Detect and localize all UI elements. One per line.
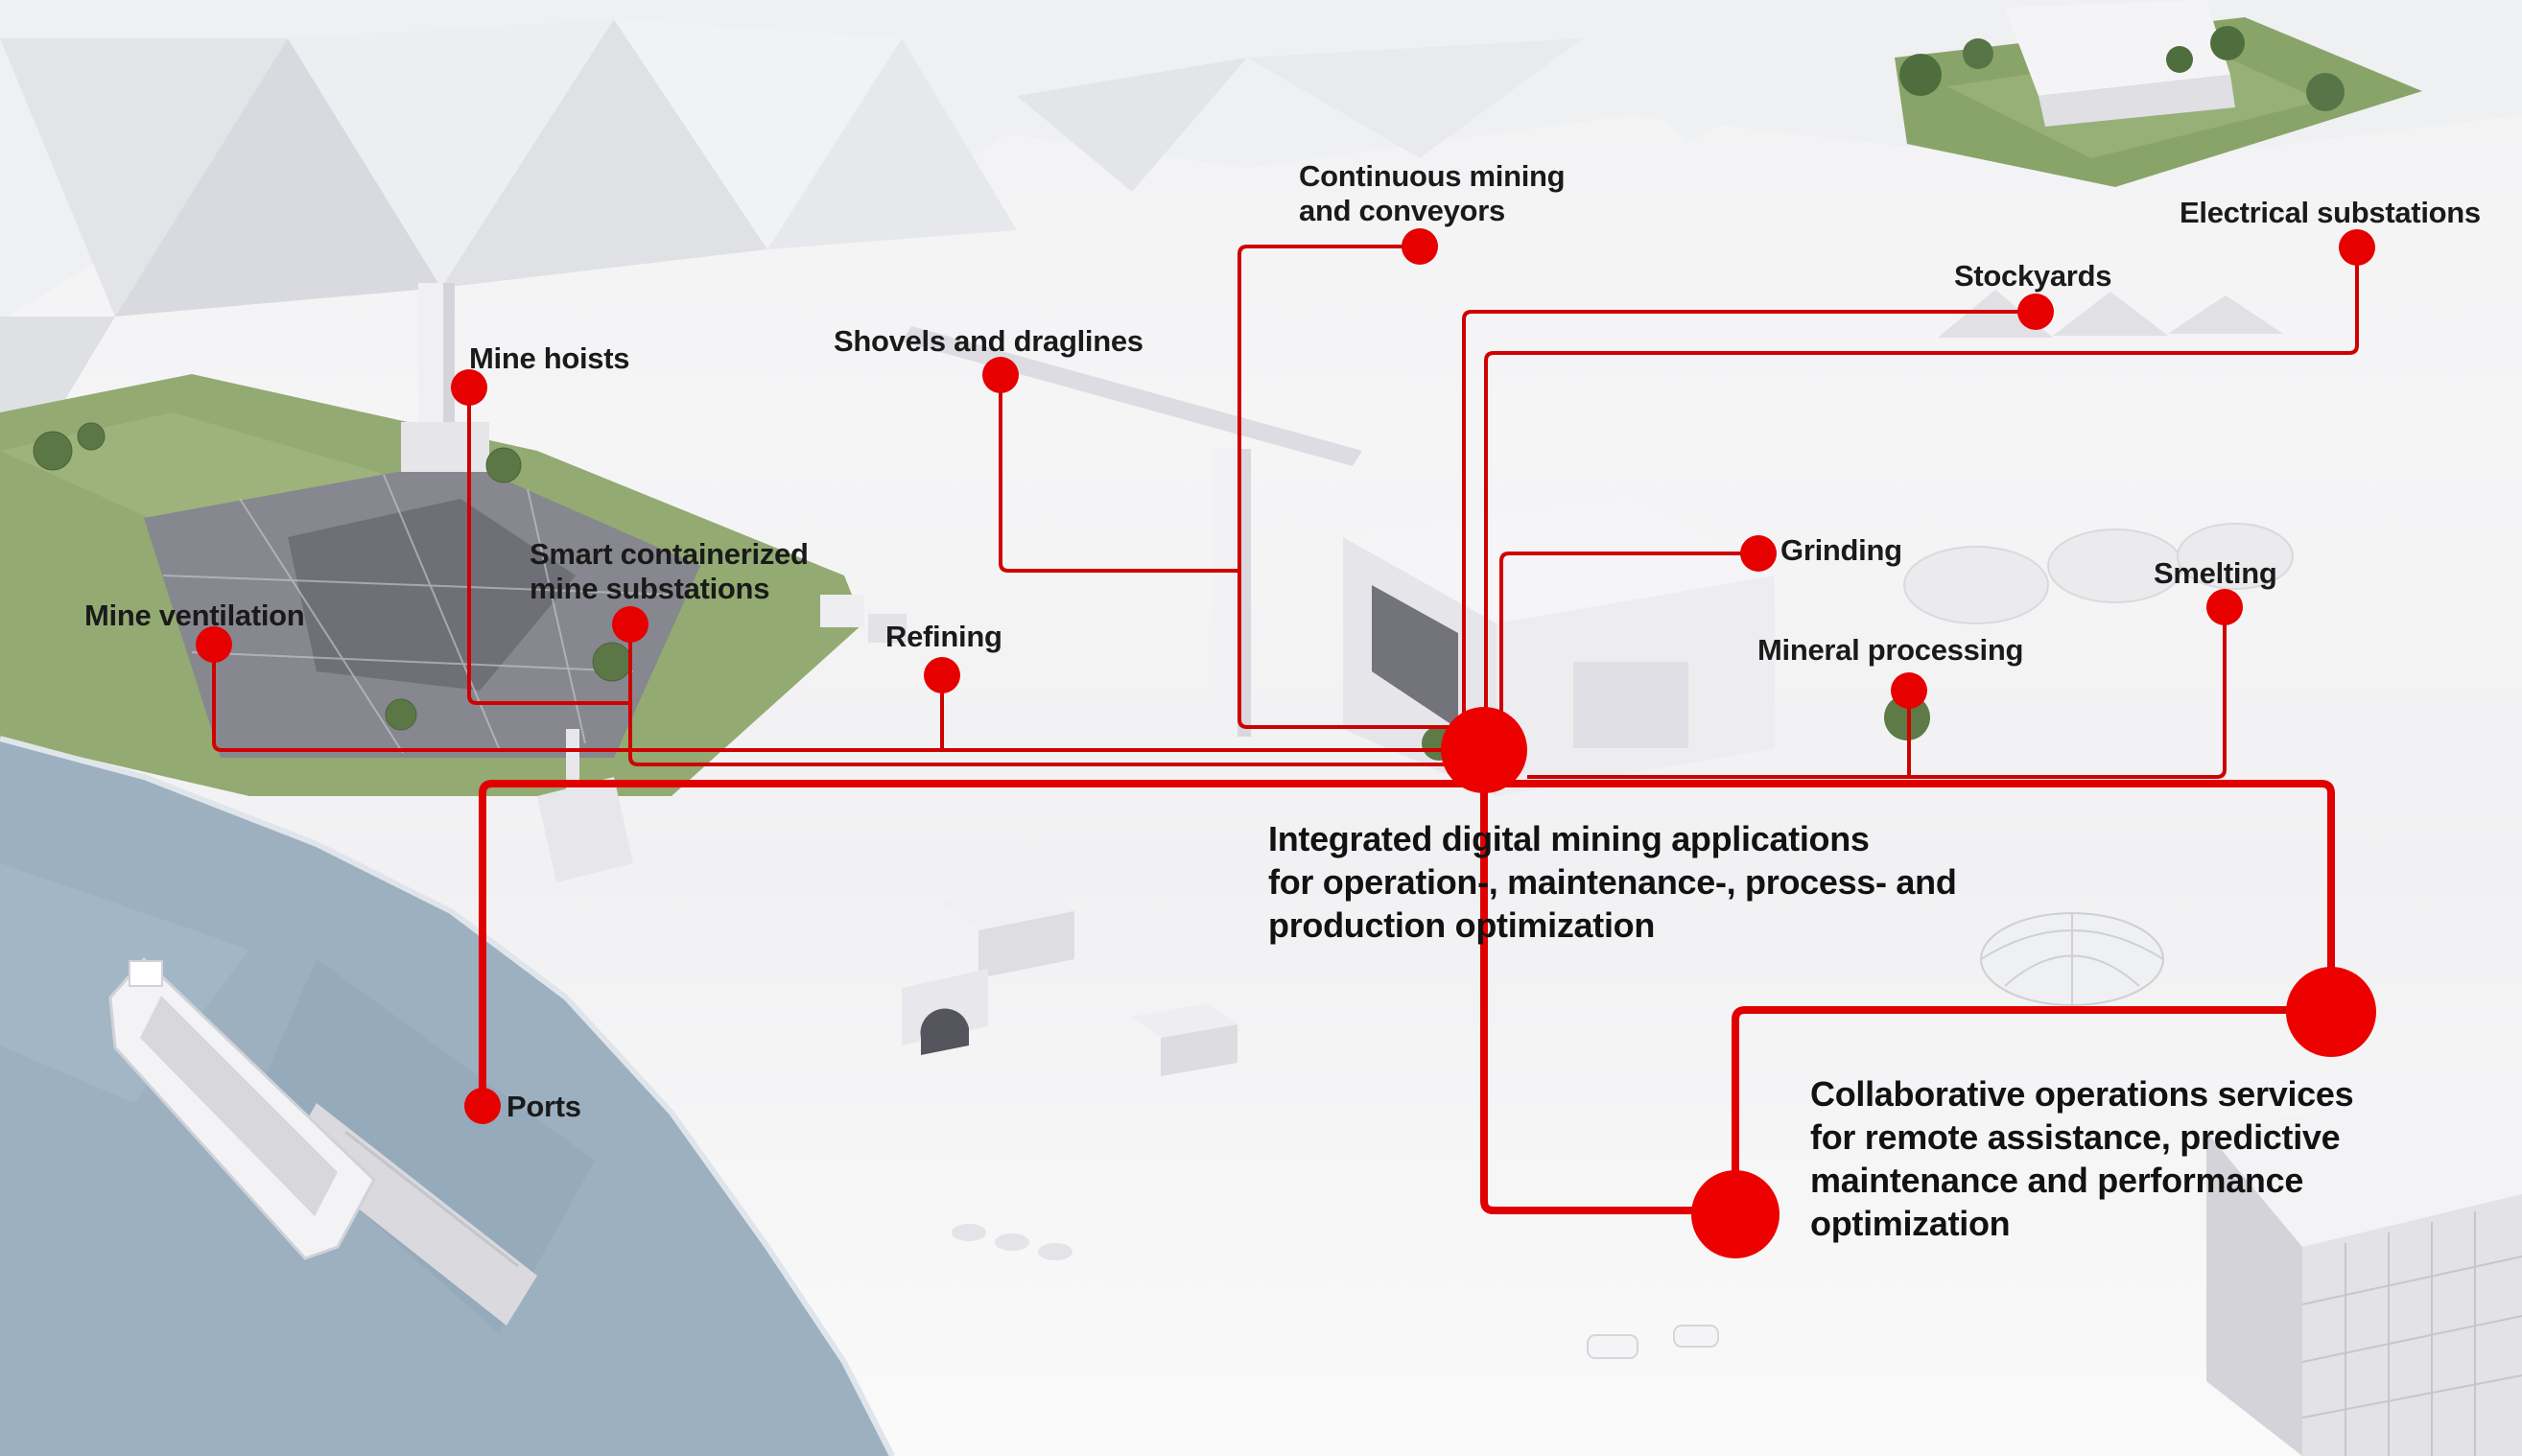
marker-smart-substations[interactable] bbox=[612, 606, 648, 643]
marker-ports[interactable] bbox=[464, 1088, 501, 1124]
connector-collaborative-hub-to-site-hub bbox=[1732, 1006, 2289, 1174]
callout-continuous-mining-and-conveyors: Continuous mining and conveyors bbox=[1299, 159, 1566, 228]
annotation-line: Collaborative operations services bbox=[1810, 1074, 2354, 1114]
callout-label: Shovels and draglines bbox=[834, 324, 1143, 358]
annotation-line: maintenance and performance bbox=[1810, 1161, 2304, 1200]
tunnel-portal bbox=[920, 1008, 969, 1055]
callout-label: Mineral processing bbox=[1757, 633, 2024, 667]
ventilation-fan-unit bbox=[820, 595, 864, 627]
callout-electrical-substations: Electrical substations bbox=[2180, 196, 2481, 230]
callout-label: Smart containerized bbox=[530, 537, 809, 571]
conveyor-gallery bbox=[902, 326, 1362, 466]
callout-label: Stockyards bbox=[1954, 259, 2112, 293]
annotation-line: production optimization bbox=[1268, 905, 1656, 945]
office-building bbox=[2206, 1074, 2522, 1456]
connector-shovels bbox=[999, 391, 1239, 573]
hub-integrated-applications[interactable] bbox=[1441, 707, 1527, 793]
annotation-integrated-digital-mining-applications: Integrated digital mining applications f… bbox=[1268, 817, 1957, 947]
callout-smart-containerized-mine-substations: Smart containerized mine substations bbox=[530, 537, 809, 606]
callout-shovels-and-draglines: Shovels and draglines bbox=[834, 324, 1143, 359]
callout-label: Continuous mining bbox=[1299, 159, 1566, 193]
callout-mineral-processing: Mineral processing bbox=[1757, 633, 2023, 668]
annotation-collaborative-operations-services: Collaborative operations services for re… bbox=[1810, 1072, 2354, 1245]
connector-continuous-mining bbox=[1237, 245, 1484, 729]
marker-mine-hoists[interactable] bbox=[451, 369, 487, 406]
annotation-line: optimization bbox=[1810, 1204, 2011, 1243]
connector-stockyards bbox=[1462, 310, 2036, 727]
ventilation-fan-unit bbox=[868, 614, 907, 643]
campus-green bbox=[1895, 0, 2422, 187]
mine-hoist-headframe bbox=[401, 283, 489, 472]
annotation-line: Integrated digital mining applications bbox=[1268, 819, 1870, 858]
callout-mine-ventilation: Mine ventilation bbox=[84, 599, 305, 633]
marker-mineral-processing[interactable] bbox=[1891, 672, 1927, 709]
storage-domes bbox=[1903, 523, 2294, 624]
hub-collaborative-operations-site[interactable] bbox=[1691, 1170, 1780, 1258]
annotation-line: for operation-, maintenance-, process- a… bbox=[1268, 862, 1957, 902]
truck bbox=[1587, 1334, 1638, 1359]
marker-stockyards[interactable] bbox=[2017, 294, 2054, 330]
callout-label: Ports bbox=[507, 1090, 581, 1123]
connector-smart-substations bbox=[628, 641, 1484, 766]
callout-stockyards: Stockyards bbox=[1954, 259, 2111, 294]
callout-label: Electrical substations bbox=[2180, 196, 2481, 229]
connector-mine-hoists bbox=[467, 404, 630, 705]
callout-label: and conveyors bbox=[1299, 194, 1505, 227]
marker-electrical-substations[interactable] bbox=[2339, 229, 2375, 266]
annotation-line: for remote assistance, predictive bbox=[1810, 1117, 2341, 1157]
connector-grinding bbox=[1499, 552, 1758, 727]
callout-label: Mine hoists bbox=[469, 341, 630, 375]
callout-refining: Refining bbox=[885, 620, 1002, 654]
connector-smelting bbox=[1527, 624, 2227, 779]
callout-smelting: Smelting bbox=[2154, 556, 2277, 591]
marker-smelting[interactable] bbox=[2206, 589, 2243, 625]
callout-label: Mine ventilation bbox=[84, 599, 305, 632]
marker-shovels[interactable] bbox=[982, 357, 1019, 393]
callout-label: mine substations bbox=[530, 572, 770, 605]
marker-mine-ventilation[interactable] bbox=[196, 626, 232, 663]
hub-collaborative-operations-remote[interactable] bbox=[2286, 967, 2376, 1057]
callout-ports: Ports bbox=[507, 1090, 581, 1124]
open-pit-mine bbox=[144, 460, 700, 758]
industrial-blocks bbox=[902, 882, 1719, 1359]
connector-ports-to-collaborative-hub bbox=[479, 780, 2335, 1103]
marker-refining[interactable] bbox=[924, 657, 960, 693]
marker-grinding[interactable] bbox=[1740, 535, 1777, 572]
callout-label: Grinding bbox=[1780, 533, 1902, 567]
callout-grinding: Grinding bbox=[1780, 533, 1902, 568]
lattice-dome bbox=[1980, 912, 2164, 1006]
harbour-water bbox=[0, 729, 895, 1456]
marker-continuous-mining[interactable] bbox=[1402, 228, 1438, 265]
truck bbox=[1673, 1325, 1719, 1348]
campus-building bbox=[2005, 0, 2230, 96]
callout-label: Smelting bbox=[2154, 556, 2277, 590]
barge bbox=[108, 956, 376, 1260]
connector-mine-ventilation bbox=[212, 662, 1484, 752]
callout-label: Refining bbox=[885, 620, 1002, 653]
callout-mine-hoists: Mine hoists bbox=[469, 341, 630, 376]
connector-integrated-hub-to-site-hub bbox=[1480, 767, 1696, 1214]
mountains bbox=[0, 0, 2522, 412]
connector-electrical-substations bbox=[1484, 264, 2359, 727]
